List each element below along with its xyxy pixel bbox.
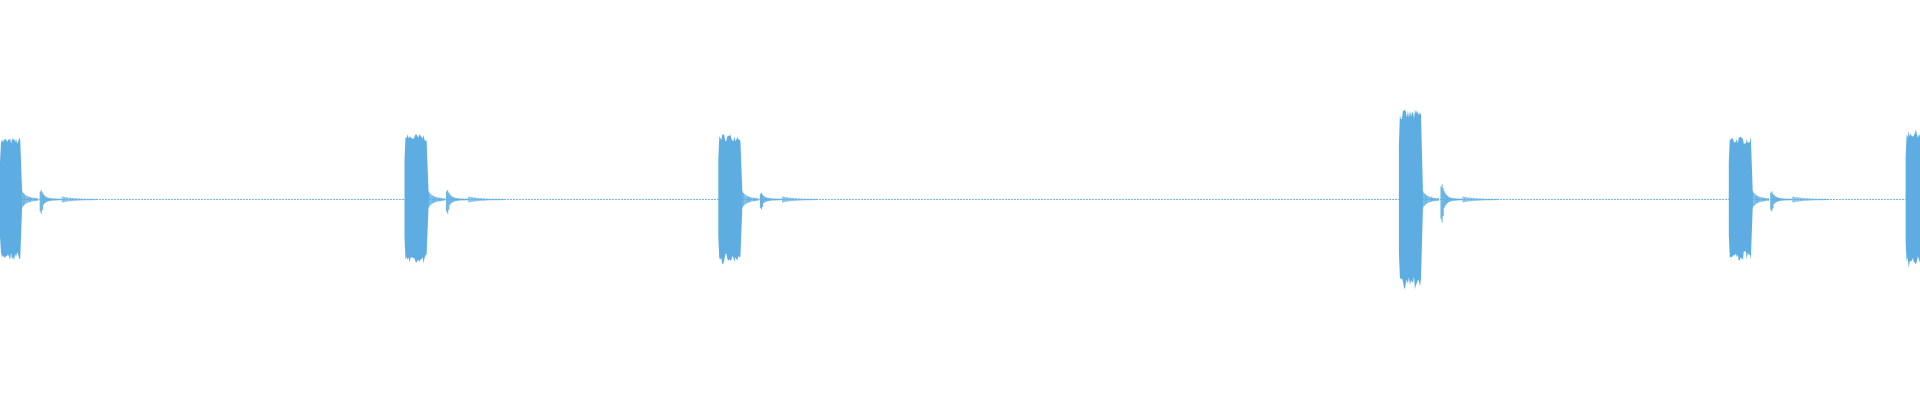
waveform-burst — [404, 134, 429, 264]
waveform-decay — [741, 191, 759, 208]
waveform-event-2 — [404, 134, 505, 264]
waveform-event-1 — [0, 138, 98, 261]
waveform-ringing — [61, 196, 98, 203]
waveform-ringing — [468, 196, 505, 203]
waveform-echo — [759, 193, 782, 210]
waveform-echo — [1770, 191, 1793, 212]
waveform-event-3 — [718, 134, 818, 265]
waveform-event-4 — [1398, 109, 1499, 290]
waveform-ringing — [1462, 196, 1499, 203]
waveform-burst — [1728, 136, 1753, 261]
waveform-burst — [0, 138, 23, 261]
waveform-event-6 — [1905, 129, 1920, 268]
waveform-burst — [718, 134, 743, 265]
waveform-decay — [1752, 191, 1769, 208]
waveform-echo — [446, 190, 468, 214]
waveform-ringing — [1792, 196, 1829, 203]
waveform-events — [0, 109, 1920, 290]
waveform-decay — [428, 191, 445, 208]
waveform-echo — [1440, 184, 1463, 223]
waveform-event-5 — [1728, 136, 1829, 261]
waveform-ringing — [782, 196, 818, 203]
waveform-decay — [1422, 191, 1440, 208]
waveform-decay — [21, 191, 39, 208]
waveform-echo — [39, 190, 62, 214]
waveform-burst — [1905, 129, 1920, 268]
waveform-burst — [1398, 109, 1423, 290]
